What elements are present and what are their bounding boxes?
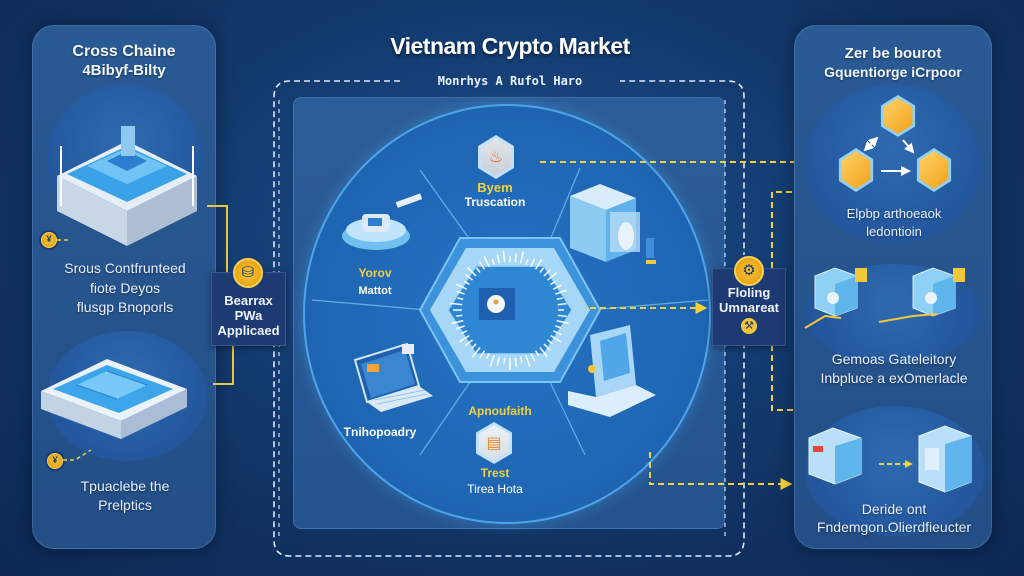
coin-badge-icon: ⛁ bbox=[233, 258, 263, 288]
right-connector-line-2: Umnareat bbox=[719, 300, 779, 315]
right-caption-1b: ledontioin bbox=[866, 224, 922, 239]
right-caption-1a: Elpbp arthoeaok bbox=[846, 206, 942, 221]
left-top-caption-1: Srous Contfrunteed bbox=[64, 260, 186, 276]
gateway-devices-icon bbox=[804, 267, 965, 329]
node-device-icon[interactable] bbox=[338, 193, 428, 256]
wrench-icon: ⚒ bbox=[741, 318, 757, 334]
node-left-label: Yorov bbox=[358, 266, 392, 280]
flow-arrows bbox=[863, 136, 915, 176]
document-hex-icon[interactable]: ▤ bbox=[476, 422, 512, 464]
left-connector-line-2: PWa bbox=[234, 308, 263, 323]
right-panel-title: Zer be bourot bbox=[844, 45, 942, 62]
left-panel-title: Cross Chaine bbox=[72, 43, 176, 60]
node-bottom-label: Apnoufaith bbox=[468, 404, 532, 418]
connector-line bbox=[63, 326, 234, 461]
laptop-icon[interactable] bbox=[345, 340, 435, 420]
left-bottom-caption-1: Tpuaclebe the bbox=[80, 478, 170, 494]
isometric-terminal-icon bbox=[568, 325, 656, 417]
right-caption-3a: Deride ont bbox=[861, 501, 927, 517]
left-top-caption-3: flusgp Bnoporls bbox=[76, 299, 174, 315]
right-caption-3b: Fndemgon.Olierdfieucter bbox=[816, 519, 972, 535]
right-connector-line-1: Floling bbox=[727, 285, 771, 300]
left-panel: Cross Chaine 4Bibyf-Bilty ¥ Srous Contfr… bbox=[32, 25, 234, 549]
left-bottom-caption-2: Prelptics bbox=[98, 497, 152, 513]
node-bottom-title: Trest bbox=[480, 466, 510, 480]
small-cube-icon bbox=[402, 344, 414, 354]
right-panel-subtitle: Gquentiorge iCrpoor bbox=[824, 64, 962, 80]
node-bottom-sublabel: Tirea Hota bbox=[467, 482, 523, 496]
coin-icon: ¥ bbox=[41, 232, 57, 248]
connector-line bbox=[57, 205, 228, 274]
left-connector-line-3: Applicaed bbox=[217, 323, 280, 338]
left-connector-line-1: Bearrax bbox=[224, 293, 273, 308]
isometric-machine-icon bbox=[570, 184, 656, 264]
isometric-platform-icon bbox=[41, 359, 187, 439]
right-caption-2a: Gemoas Gateleitory bbox=[831, 351, 957, 367]
page-title: Vietnam Crypto Market bbox=[390, 33, 630, 59]
right-panel: Zer be bourot Gquentiorge iCrpoor Elpbp … bbox=[794, 25, 992, 549]
page-subtitle: Monrhys A Rufol Haro bbox=[437, 74, 583, 88]
node-bottom-left-label: Tnihopoadry bbox=[343, 425, 417, 439]
left-panel-subtitle: 4Bibyf-Bilty bbox=[82, 62, 166, 79]
node-left-sublabel: Mattot bbox=[358, 285, 392, 297]
coin-badge-icon: ⚙ bbox=[734, 256, 764, 286]
node-top-sublabel: Truscation bbox=[464, 195, 526, 209]
isometric-server-building-icon bbox=[57, 126, 197, 246]
node-top-label: Byem bbox=[477, 180, 513, 195]
storage-devices-icon bbox=[808, 425, 972, 493]
coin-icon: ¥ bbox=[47, 453, 63, 469]
left-top-caption-2: fiote Deyos bbox=[89, 280, 161, 296]
right-caption-2b: Inbpluce a exOmerlacle bbox=[820, 370, 968, 386]
